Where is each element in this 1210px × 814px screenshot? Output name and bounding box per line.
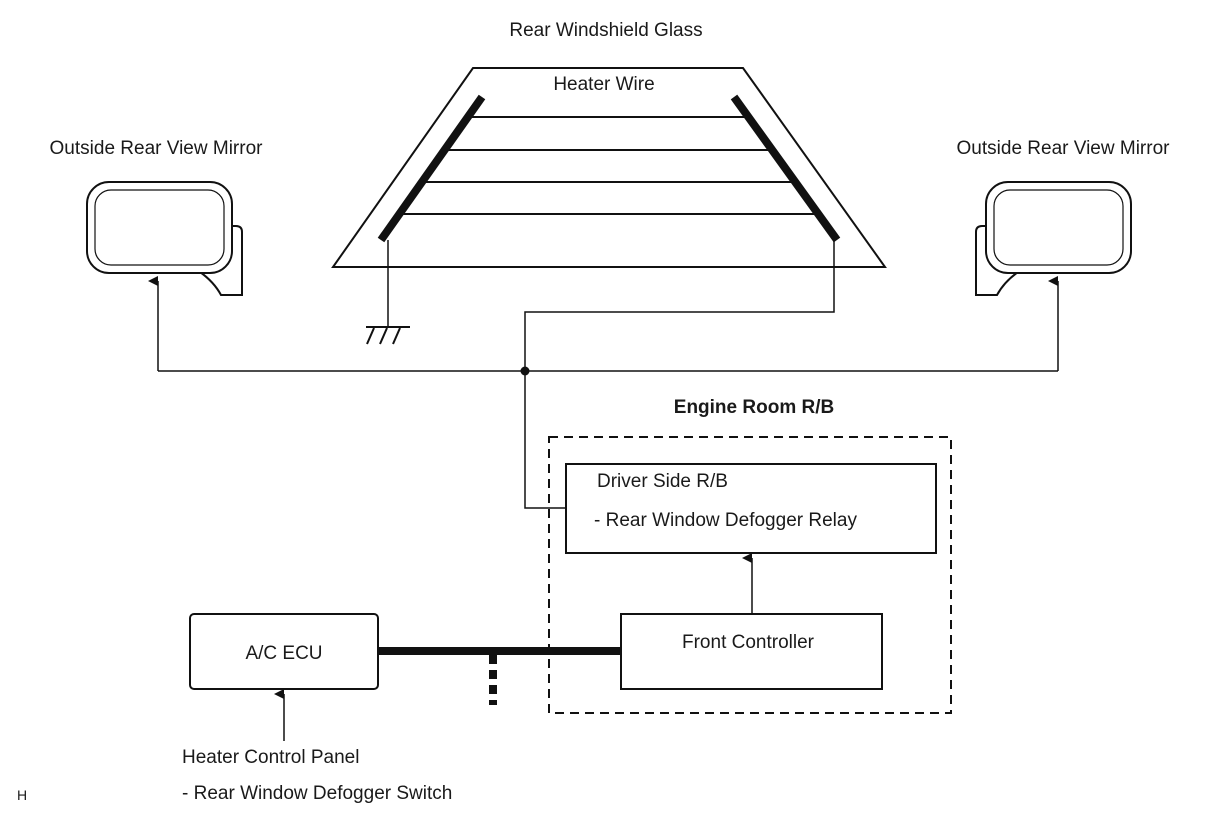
driver-rb-sub: - Rear Window Defogger Relay xyxy=(594,510,857,531)
panel-sub: - Rear Window Defogger Switch xyxy=(182,783,452,804)
rear-windshield-glass xyxy=(331,67,887,268)
ac-ecu-label: A/C ECU xyxy=(245,643,322,664)
glass-label: Rear Windshield Glass xyxy=(509,20,702,41)
engine-room-label: Engine Room R/B xyxy=(674,397,834,418)
mirror-left-label: Outside Rear View Mirror xyxy=(50,138,264,159)
left-outside-mirror xyxy=(86,181,243,296)
engine-room-rb-box xyxy=(548,436,952,714)
driver-side-rb-box xyxy=(565,463,937,554)
panel-title: Heater Control Panel xyxy=(182,747,359,768)
mirror-right-label: Outside Rear View Mirror xyxy=(957,138,1171,159)
windshield-outline xyxy=(331,67,887,268)
left-bus-bar xyxy=(377,94,486,243)
junction-dot xyxy=(520,366,530,376)
corner-mark: H xyxy=(17,787,27,803)
ground-connection xyxy=(366,240,410,345)
heater-wire-label: Heater Wire xyxy=(553,74,654,95)
driver-rb-title: Driver Side R/B xyxy=(597,471,728,492)
right-bus-bar xyxy=(730,94,841,243)
front-controller-label: Front Controller xyxy=(682,632,815,653)
power-wiring xyxy=(148,240,1059,509)
right-outside-mirror xyxy=(975,181,1132,296)
